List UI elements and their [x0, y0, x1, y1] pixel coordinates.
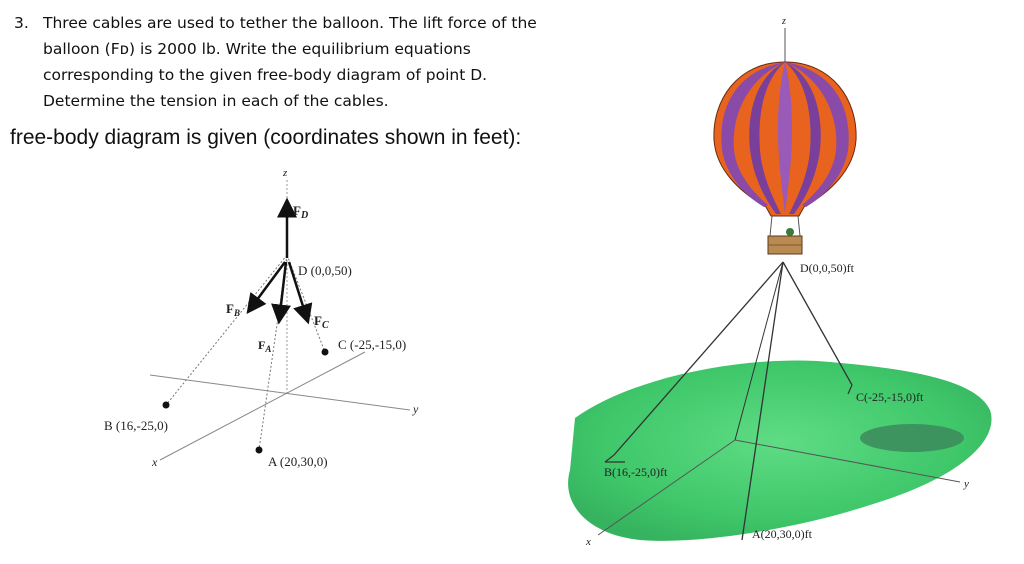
fbd-force-C-label: FC — [314, 313, 329, 331]
fbd-force-C-arrow — [287, 261, 313, 325]
balloon-vertical-line — [734, 261, 784, 441]
fbd-x-axis — [159, 351, 366, 461]
problem-line-3: corresponding to the given free-body dia… — [43, 66, 488, 84]
fbd-point-A — [255, 446, 263, 454]
balloon-point-A-label: A(20,30,0)ft — [752, 527, 813, 541]
problem-line-2: balloon (Fᴅ) is 2000 lb. Write the equil… — [43, 40, 471, 58]
fbd-point-A-label: A (20,30,0) — [268, 454, 328, 469]
basket-person — [786, 228, 794, 236]
problem-line-4: Determine the tension in each of the cab… — [43, 92, 389, 110]
balloon-x-axis — [597, 439, 736, 536]
balloon-point-C-label: C(-25,-15,0)ft — [856, 390, 924, 404]
subheading: free-body diagram is given (coordinates … — [10, 126, 522, 149]
fbd-x-label: x — [151, 455, 158, 469]
grass-field — [568, 360, 992, 541]
balloon-cable-DC — [782, 261, 853, 386]
balloon-x-label: x — [585, 536, 591, 548]
anchor-B-mark — [604, 454, 625, 463]
free-body-diagram: z y x FD FB FC FA D (0,0,50) C (-25,-15, — [104, 167, 419, 469]
fbd-point-B-label: B (16,-25,0) — [104, 418, 168, 433]
balloon-cable-DB — [613, 261, 784, 456]
balloon-point-D-label: D(0,0,50)ft — [800, 261, 855, 275]
fbd-cable-DB-line — [165, 254, 288, 406]
fbd-force-D-label: FD — [293, 203, 308, 221]
fbd-force-A-label: FA — [258, 338, 271, 354]
balloon-z-label: z — [781, 16, 786, 27]
fbd-force-B-arrow — [246, 261, 287, 315]
problem-number: 3. — [14, 14, 29, 32]
fbd-y-label: y — [412, 402, 419, 416]
balloon-y-axis — [734, 439, 961, 483]
balloon-cable-DA — [741, 261, 784, 541]
fbd-point-D-label: D (0,0,50) — [298, 263, 352, 278]
balloon-shadow — [860, 424, 964, 452]
anchor-C-mark — [847, 384, 853, 395]
fbd-point-C-label: C (-25,-15,0) — [338, 337, 406, 352]
problem-statement: 3. Three cables are used to tether the b… — [14, 10, 574, 114]
balloon-envelope — [713, 61, 857, 217]
fbd-point-C — [321, 348, 329, 356]
balloon-illustration: z y x D(0,0,50)ft C(-25,-15,0)ft B( — [568, 16, 992, 548]
balloon-y-label: y — [963, 478, 969, 490]
fbd-force-A-arrow — [271, 261, 291, 325]
balloon-point-B-label: B(16,-25,0)ft — [604, 465, 668, 479]
basket-rope-left — [769, 215, 773, 237]
fbd-z-label: z — [282, 167, 288, 179]
fbd-force-B-label: FB — [226, 301, 240, 318]
fbd-point-B — [162, 401, 170, 409]
fbd-y-axis — [149, 374, 411, 411]
problem-line-1: Three cables are used to tether the ball… — [43, 14, 537, 32]
basket-rope-right — [797, 215, 801, 237]
